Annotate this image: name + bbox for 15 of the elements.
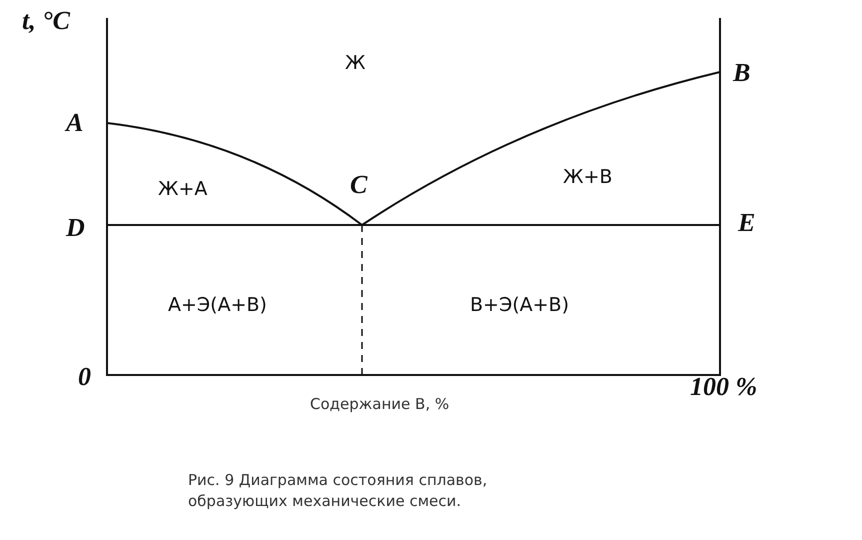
point-label: C [350,170,368,200]
region-label: А+Э(А+В) [168,294,267,316]
axis-title: t, °C [22,6,70,36]
figure-caption: Рис. 9 Диаграмма состояния сплавов, образующих механические смеси. [188,470,488,512]
point-label: E [738,208,756,238]
point-label: D [66,213,85,243]
point-label: B [733,58,750,88]
region-label: Ж [345,52,366,74]
point-label: A [66,108,84,138]
region-label: Ж+А [158,178,208,200]
region-label: В+Э(А+В) [470,294,569,316]
axis-tick-label: 0 [78,362,91,392]
region-label: Ж+В [563,166,612,188]
axis-title: Содержание В, % [310,395,450,413]
axis-tick-label: 100 % [690,372,758,402]
